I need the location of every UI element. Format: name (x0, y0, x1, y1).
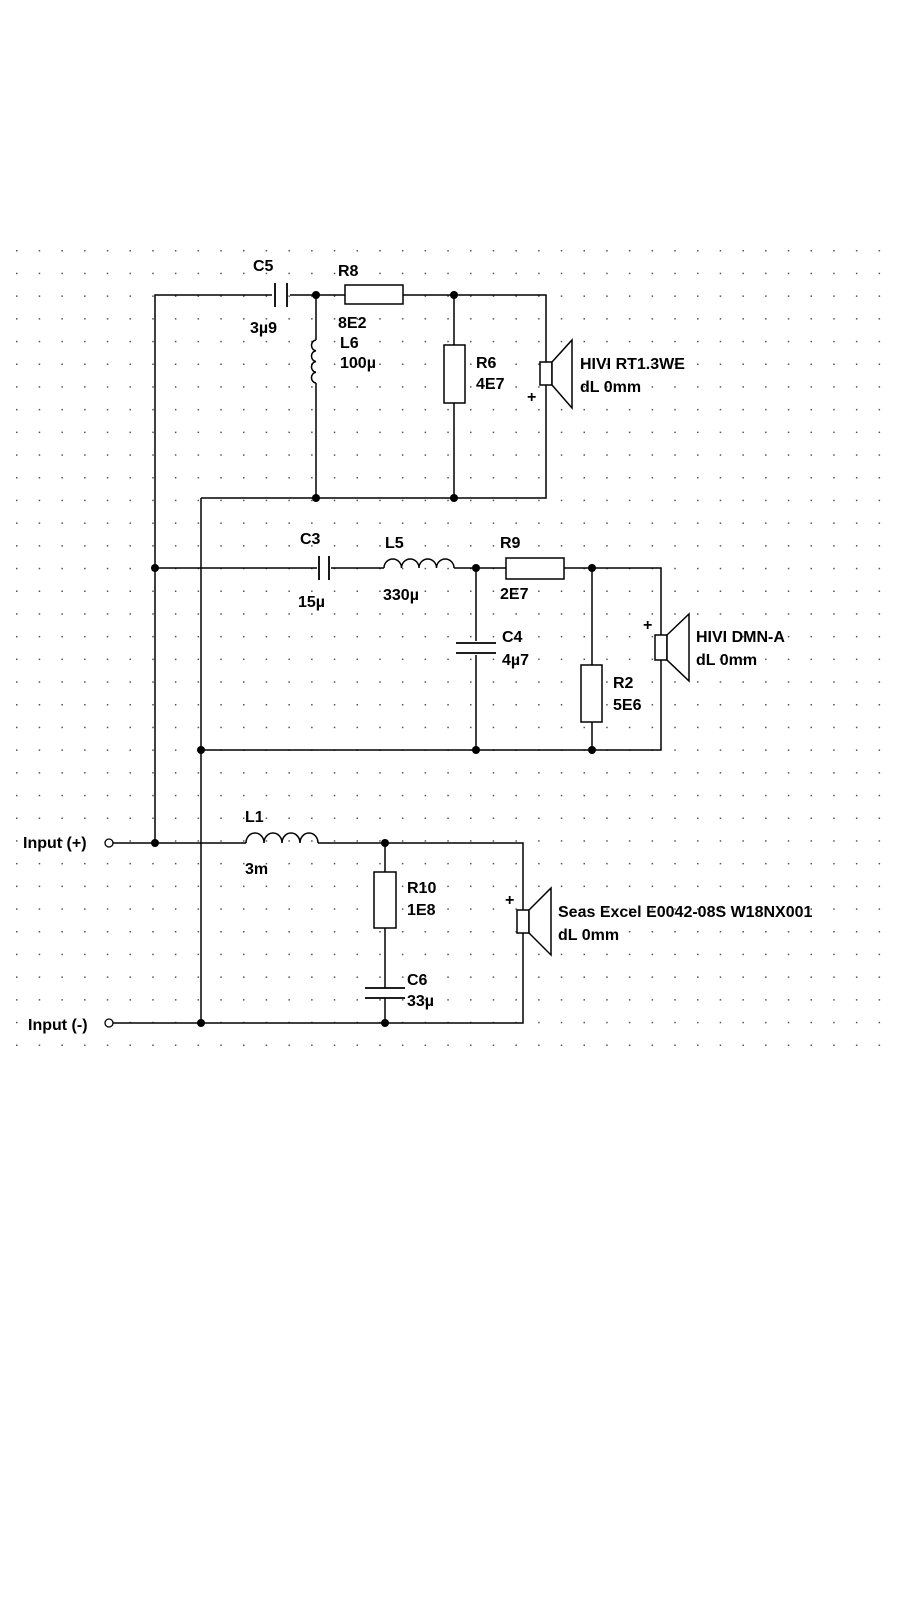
l1-value: 3m (245, 861, 268, 878)
junction-dot (588, 564, 596, 572)
input-minus-label: Input (-) (28, 1017, 88, 1034)
junction-dot (197, 1019, 205, 1027)
junction-dot (151, 564, 159, 572)
speaker-woofer-icon (516, 886, 552, 957)
resistor-r2 (580, 664, 603, 723)
inductor-l1 (245, 832, 319, 844)
speaker-mid-icon (654, 612, 690, 683)
wire (318, 842, 524, 910)
wire (201, 660, 662, 751)
junction-dot (312, 291, 320, 299)
resistor-r9 (505, 557, 565, 580)
resistor-r6 (443, 344, 466, 404)
woofer-name: Seas Excel E0042-08S W18NX001 (558, 904, 813, 921)
c5-name: C5 (253, 258, 274, 275)
r2-value: 5E6 (613, 697, 642, 714)
input-plus-label: Input (+) (23, 835, 87, 852)
resistor-r8 (344, 284, 404, 305)
inductor-l5 (383, 558, 455, 569)
r8-name: R8 (338, 263, 359, 280)
r2-name: R2 (613, 675, 634, 692)
junction-dot (450, 291, 458, 299)
junction-dot (472, 564, 480, 572)
inductor-l6 (310, 339, 317, 384)
wire (403, 294, 547, 362)
input-minus-terminal[interactable] (104, 1018, 114, 1028)
labels: C5 3µ9 R8 8E2 L6 100µ R6 4E7 + HIVI RT1.… (23, 258, 813, 1034)
c4-value: 4µ7 (502, 652, 529, 669)
capacitor-c4 (456, 642, 496, 654)
l6-name: L6 (340, 335, 359, 352)
r9-name: R9 (500, 535, 521, 552)
speaker-tweeter-icon (539, 338, 573, 411)
capacitor-c6 (365, 987, 405, 999)
wire (154, 294, 272, 843)
wire (201, 385, 547, 499)
junction-dot (450, 494, 458, 502)
junction-dot (312, 494, 320, 502)
l5-name: L5 (385, 535, 404, 552)
junction-dot (151, 839, 159, 847)
junction-dot (381, 1019, 389, 1027)
c6-name: C6 (407, 972, 428, 989)
wire (113, 933, 524, 1024)
c4-name: C4 (502, 629, 523, 646)
tweeter-polarity: + (527, 389, 536, 406)
junctions (151, 291, 596, 1027)
mid-name: HIVI DMN-A (696, 629, 785, 646)
r6-value: 4E7 (476, 376, 505, 393)
grid-dots (16, 250, 881, 1046)
r10-name: R10 (407, 880, 436, 897)
capacitor-c3 (318, 556, 330, 580)
tweeter-name: HIVI RT1.3WE (580, 356, 685, 373)
resistor-r10 (373, 871, 397, 929)
c3-value: 15µ (298, 594, 325, 611)
tweeter-delay: dL 0mm (580, 379, 641, 396)
c5-value: 3µ9 (250, 320, 277, 337)
r9-value: 2E7 (500, 586, 529, 603)
l6-value: 100µ (340, 355, 376, 372)
mid-polarity: + (643, 617, 652, 634)
c3-name: C3 (300, 531, 321, 548)
l5-value: 330µ (383, 587, 419, 604)
input-plus-terminal[interactable] (104, 838, 114, 848)
woofer-polarity: + (505, 892, 514, 909)
woofer-delay: dL 0mm (558, 927, 619, 944)
r6-name: R6 (476, 355, 497, 372)
junction-dot (381, 839, 389, 847)
junction-dot (588, 746, 596, 754)
r8-value: 8E2 (338, 315, 367, 332)
junction-dot (197, 746, 205, 754)
wire (564, 567, 662, 635)
r10-value: 1E8 (407, 902, 436, 919)
mid-delay: dL 0mm (696, 652, 757, 669)
capacitor-c5 (274, 283, 288, 307)
c6-value: 33µ (407, 993, 434, 1010)
junction-dot (472, 746, 480, 754)
l1-name: L1 (245, 809, 264, 826)
